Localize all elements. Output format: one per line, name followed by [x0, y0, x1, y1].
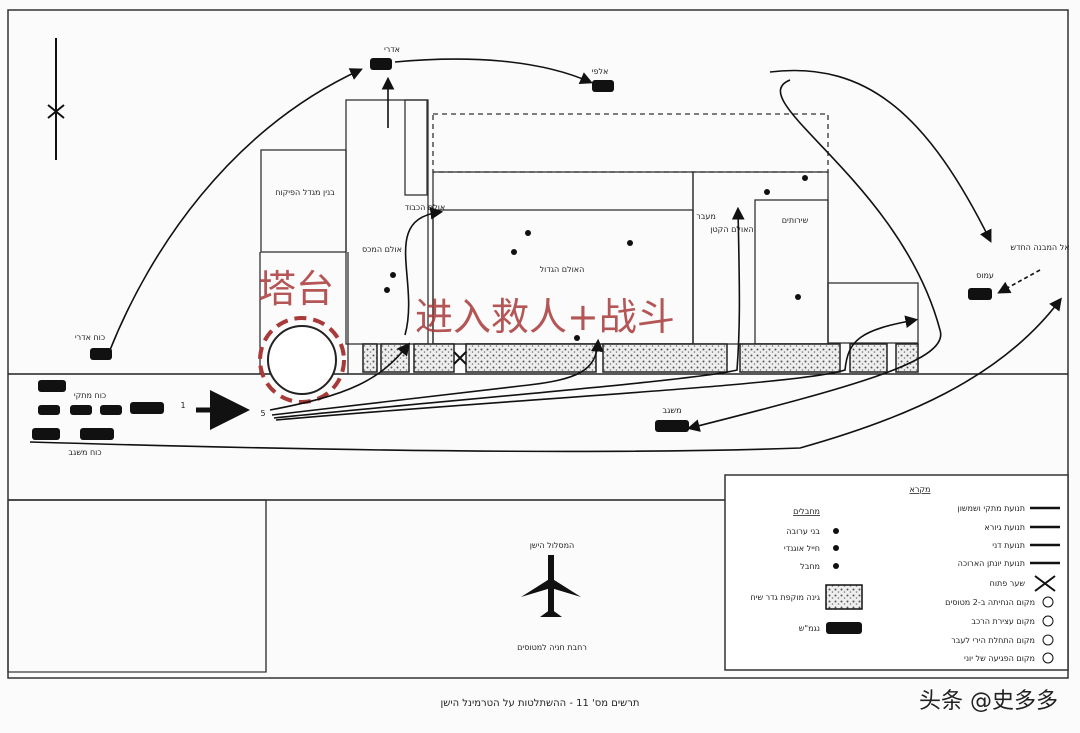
- legend-item: בני ערובה: [786, 527, 820, 536]
- legend-item: נגמ"ש: [799, 624, 820, 633]
- label-toilets: שירותים: [782, 216, 809, 225]
- annotation-rescue: 进入救人+战斗: [415, 295, 675, 339]
- x-icon: [453, 351, 467, 365]
- hedges: [362, 343, 919, 373]
- label-old-runway: המסלול הישן: [530, 541, 575, 550]
- label-to-new-terminal: אל המבנה החדש: [1010, 243, 1069, 252]
- label-big-hall: האולם הגדול: [540, 265, 585, 274]
- label-vehicle-bottom: משגב: [662, 406, 681, 415]
- legend-item: גינה מוקפת גדר שיח: [750, 593, 820, 602]
- legend-left-title: מחבלים: [793, 507, 820, 516]
- label-vip-hall: אולם הכבוד: [405, 203, 446, 212]
- circle-number-1: 1: [180, 401, 185, 410]
- map-frame: [7, 9, 1069, 679]
- label-vehicle-right: עמוס: [976, 271, 994, 280]
- label-force-main: כוח מתקי: [74, 391, 106, 400]
- vehicle-icon: [32, 58, 992, 440]
- label-force-left-top: כוח אדרי: [75, 333, 105, 342]
- legend-item: מקום התחלת הירי לעבר: [951, 636, 1035, 645]
- label-vehicle-top1: אדרי: [384, 45, 400, 54]
- legend-box: [724, 474, 1069, 671]
- legend-item: תנועת גיורא: [984, 523, 1025, 532]
- label-parking-apron: רחבת חניה למטוסים: [517, 643, 587, 652]
- watermark: 头条 @史多多: [919, 689, 1058, 714]
- control-tower-icon: [267, 325, 337, 395]
- label-customs-hall: אולם המכס: [362, 245, 402, 254]
- legend-symbols: [825, 506, 1060, 664]
- north-arrow-icon: [47, 38, 65, 160]
- label-force-bottom: כוח משגב: [68, 448, 101, 457]
- tower-highlight: [258, 316, 346, 404]
- label-corridor: מעבר: [696, 212, 716, 221]
- legend-item: מקום עצירת הרכב: [971, 617, 1035, 626]
- legend-item: תנועת מתקי ושמשון: [958, 504, 1025, 513]
- hostage-dots: [384, 175, 808, 341]
- circle-number-5: 5: [260, 409, 265, 418]
- legend-item: מקום הפגיעה של יוני: [964, 654, 1035, 663]
- label-vehicle-top2: אלפי: [592, 67, 609, 76]
- legend-item: חייל אוגנדי: [784, 544, 820, 553]
- annotation-tower: 塔台: [258, 267, 334, 311]
- legend-item: מחבל: [800, 562, 820, 571]
- legend-item: תנועת דני: [992, 541, 1025, 550]
- legend-item: תנועת יונתן הארוכה: [958, 559, 1025, 568]
- figure-caption: תרשים מס' 11 - ההשתלטות על הטרמינל הישן: [441, 698, 640, 709]
- legend-title: מקרא: [910, 485, 931, 494]
- legend-item: שער פתוח: [990, 579, 1026, 588]
- control-tower-building: [260, 149, 347, 253]
- legend-item: מקום הנחיתה ב-2 מטוסים: [945, 598, 1035, 607]
- label-control-tower-building: בנין מגדל הפיקוח: [275, 188, 335, 197]
- movement-arrows: [29, 58, 1062, 453]
- label-small-hall: האולם הקטן: [710, 225, 753, 234]
- airplane-icon: [521, 555, 581, 617]
